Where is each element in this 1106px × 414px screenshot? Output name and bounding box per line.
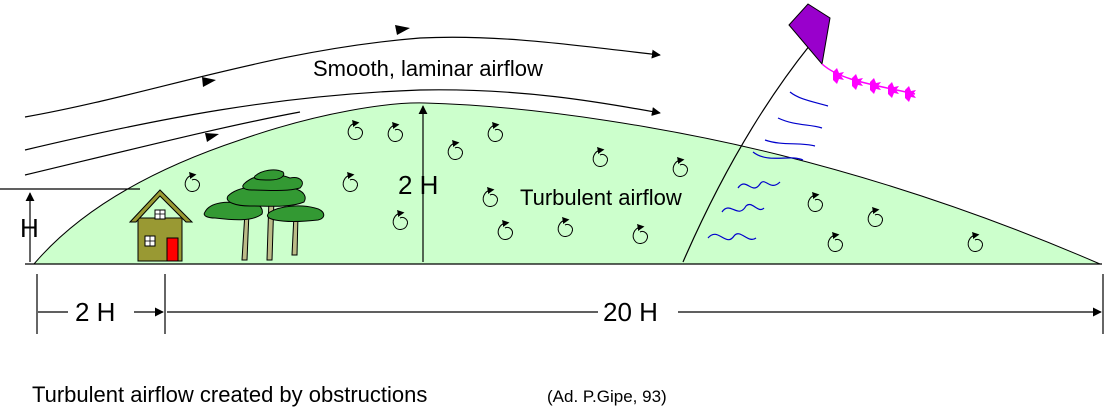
turbulent-label: Turbulent airflow — [520, 185, 682, 210]
caption-main: Turbulent airflow created by obstruction… — [32, 382, 427, 407]
distance-dimension — [36, 274, 1104, 334]
house — [128, 189, 194, 262]
height-h-label: H — [20, 213, 39, 243]
distance-20h-label: 20 H — [603, 297, 658, 327]
tree-cluster — [203, 169, 325, 261]
height-h-marker — [0, 188, 140, 262]
streamers — [707, 91, 829, 241]
laminar-streamlines — [24, 36, 661, 176]
height-2h-label: 2 H — [398, 170, 438, 200]
streamline-midarrows — [202, 25, 410, 142]
distance-2h-label: 2 H — [75, 297, 115, 327]
house-door — [166, 237, 179, 262]
kite — [788, 3, 916, 102]
kite-body — [788, 3, 831, 66]
laminar-label: Smooth, laminar airflow — [313, 56, 543, 81]
kite-string — [682, 44, 811, 263]
house-roof — [128, 189, 194, 223]
tree-foliage — [253, 169, 285, 181]
tree-foliage — [203, 201, 263, 221]
turbulent-zone — [32, 102, 1101, 265]
kite-tail-bows — [833, 68, 916, 102]
caption-credit: (Ad. P.Gipe, 93) — [547, 387, 667, 406]
tree-foliage — [266, 205, 325, 222]
